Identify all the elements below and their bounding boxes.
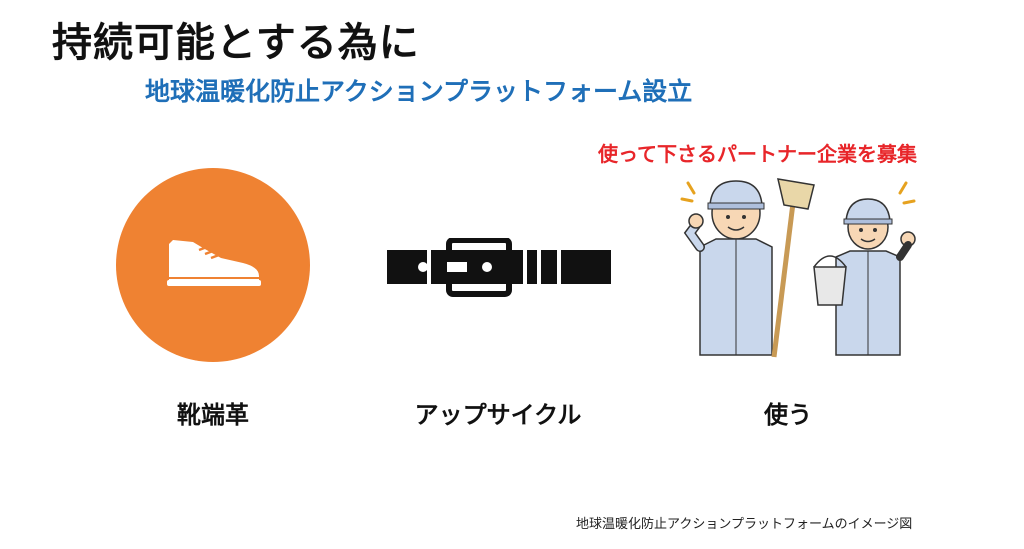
column-label-upcycle: アップサイクル [414, 401, 582, 429]
worker-1 [683, 180, 773, 356]
worker-2 [835, 198, 916, 356]
slide: 持続可能とする為に 地球温暖化防止アクションプラットフォーム設立 使って下さるパ… [52, 20, 917, 429]
bucket [813, 255, 847, 306]
recruit-note: 使って下さるパートナー企業を募集 [598, 142, 917, 166]
column-label-leather: 靴端革 [177, 401, 249, 429]
image-caption: 地球温暖化防止アクションプラットフォームのイメージ図 [576, 517, 913, 532]
page-subtitle: 地球温暖化防止アクションプラットフォーム設立 [145, 77, 693, 106]
workers-illustration [680, 178, 916, 358]
belt-icon [387, 238, 611, 297]
page-title: 持続可能とする為に [52, 20, 420, 66]
broom [771, 178, 815, 358]
shoe-icon [167, 240, 261, 286]
shoe-circle [116, 168, 310, 362]
column-label-use: 使う [764, 401, 812, 429]
